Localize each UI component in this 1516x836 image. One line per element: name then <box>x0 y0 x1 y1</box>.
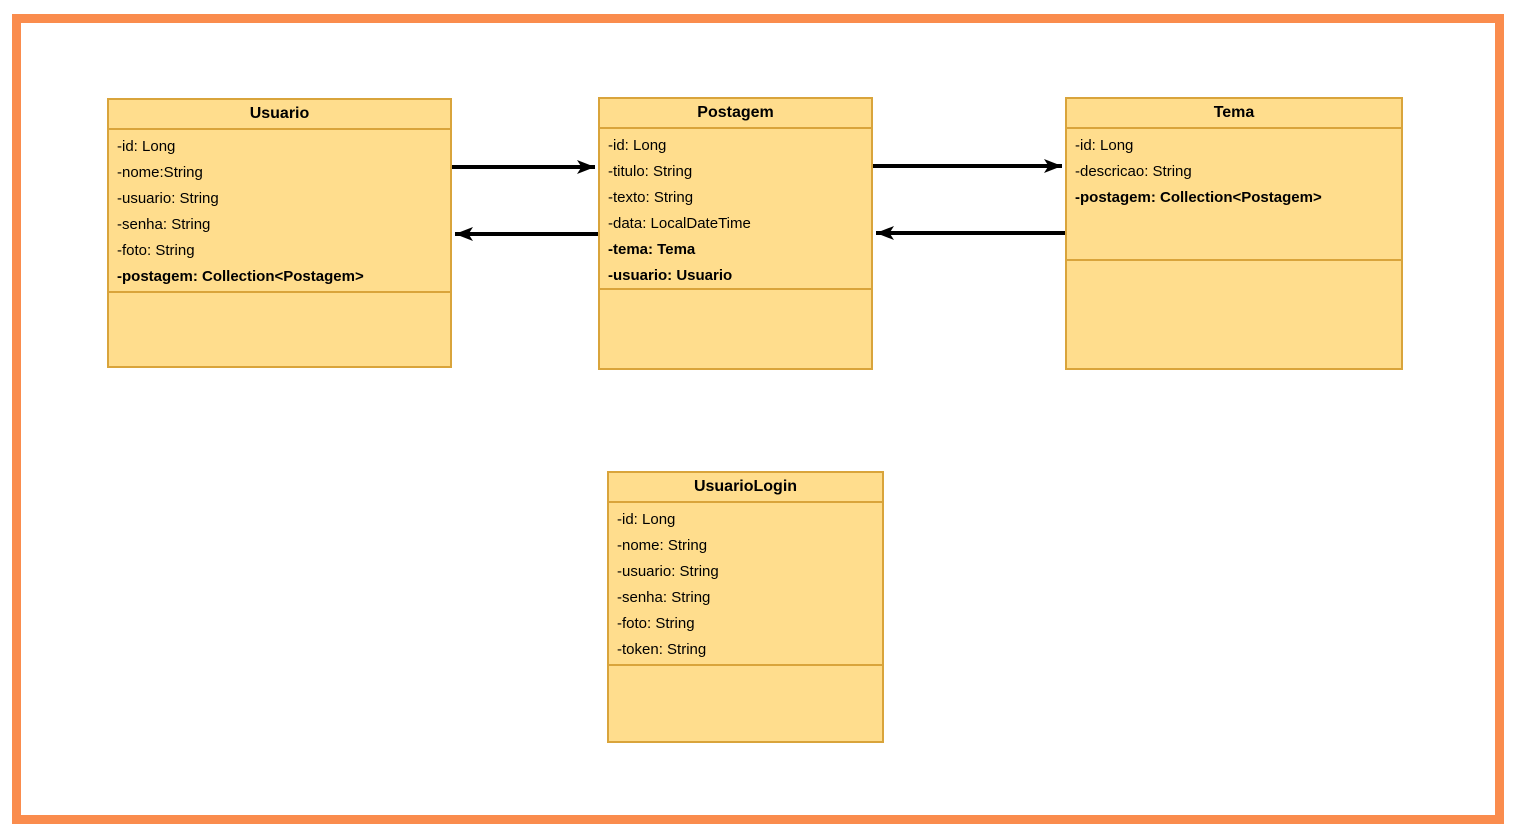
class-attribute: -usuario: String <box>617 563 719 580</box>
class-attribute: -postagem: Collection<Postagem> <box>1075 189 1322 206</box>
class-attribute: -id: Long <box>608 137 667 154</box>
class-usuariologin: UsuarioLogin -id: Long -nome: String -us… <box>607 471 884 743</box>
class-attribute: -titulo: String <box>608 163 693 180</box>
class-attribute: -id: Long <box>117 138 176 155</box>
attributes-section: -id: Long -nome:String -usuario: String … <box>109 130 450 293</box>
class-attribute: -id: Long <box>617 511 676 528</box>
class-attribute: -foto: String <box>117 242 195 259</box>
class-attribute: -id: Long <box>1075 137 1134 154</box>
methods-section-empty <box>600 290 871 368</box>
class-attribute: -tema: Tema <box>608 241 696 258</box>
methods-section-empty <box>609 666 882 741</box>
class-title: Tema <box>1067 99 1401 129</box>
class-title: Usuario <box>109 100 450 130</box>
class-attribute: -senha: String <box>617 589 711 606</box>
class-usuario: Usuario -id: Long -nome:String -usuario:… <box>107 98 452 368</box>
class-attribute: -texto: String <box>608 189 694 206</box>
class-attribute: -nome: String <box>617 537 708 554</box>
class-attribute: -foto: String <box>617 615 695 632</box>
class-tema: Tema -id: Long -descricao: String -posta… <box>1065 97 1403 370</box>
class-title: Postagem <box>600 99 871 129</box>
class-attribute: -token: String <box>617 641 707 658</box>
class-postagem: Postagem -id: Long -titulo: String -text… <box>598 97 873 370</box>
attributes-section: -id: Long -descricao: String -postagem: … <box>1067 129 1401 261</box>
class-attribute: -usuario: String <box>117 190 219 207</box>
class-attribute: -usuario: Usuario <box>608 267 733 284</box>
attributes-section: -id: Long -titulo: String -texto: String… <box>600 129 871 290</box>
class-attribute: -data: LocalDateTime <box>608 215 751 232</box>
attributes-section: -id: Long -nome: String -usuario: String… <box>609 503 882 666</box>
class-attribute: -nome:String <box>117 164 203 181</box>
class-attribute: -postagem: Collection<Postagem> <box>117 268 364 285</box>
class-attribute: -senha: String <box>117 216 211 233</box>
methods-section-empty <box>109 293 450 366</box>
methods-section-empty <box>1067 261 1401 368</box>
class-title: UsuarioLogin <box>609 473 882 503</box>
class-attribute: -descricao: String <box>1075 163 1192 180</box>
